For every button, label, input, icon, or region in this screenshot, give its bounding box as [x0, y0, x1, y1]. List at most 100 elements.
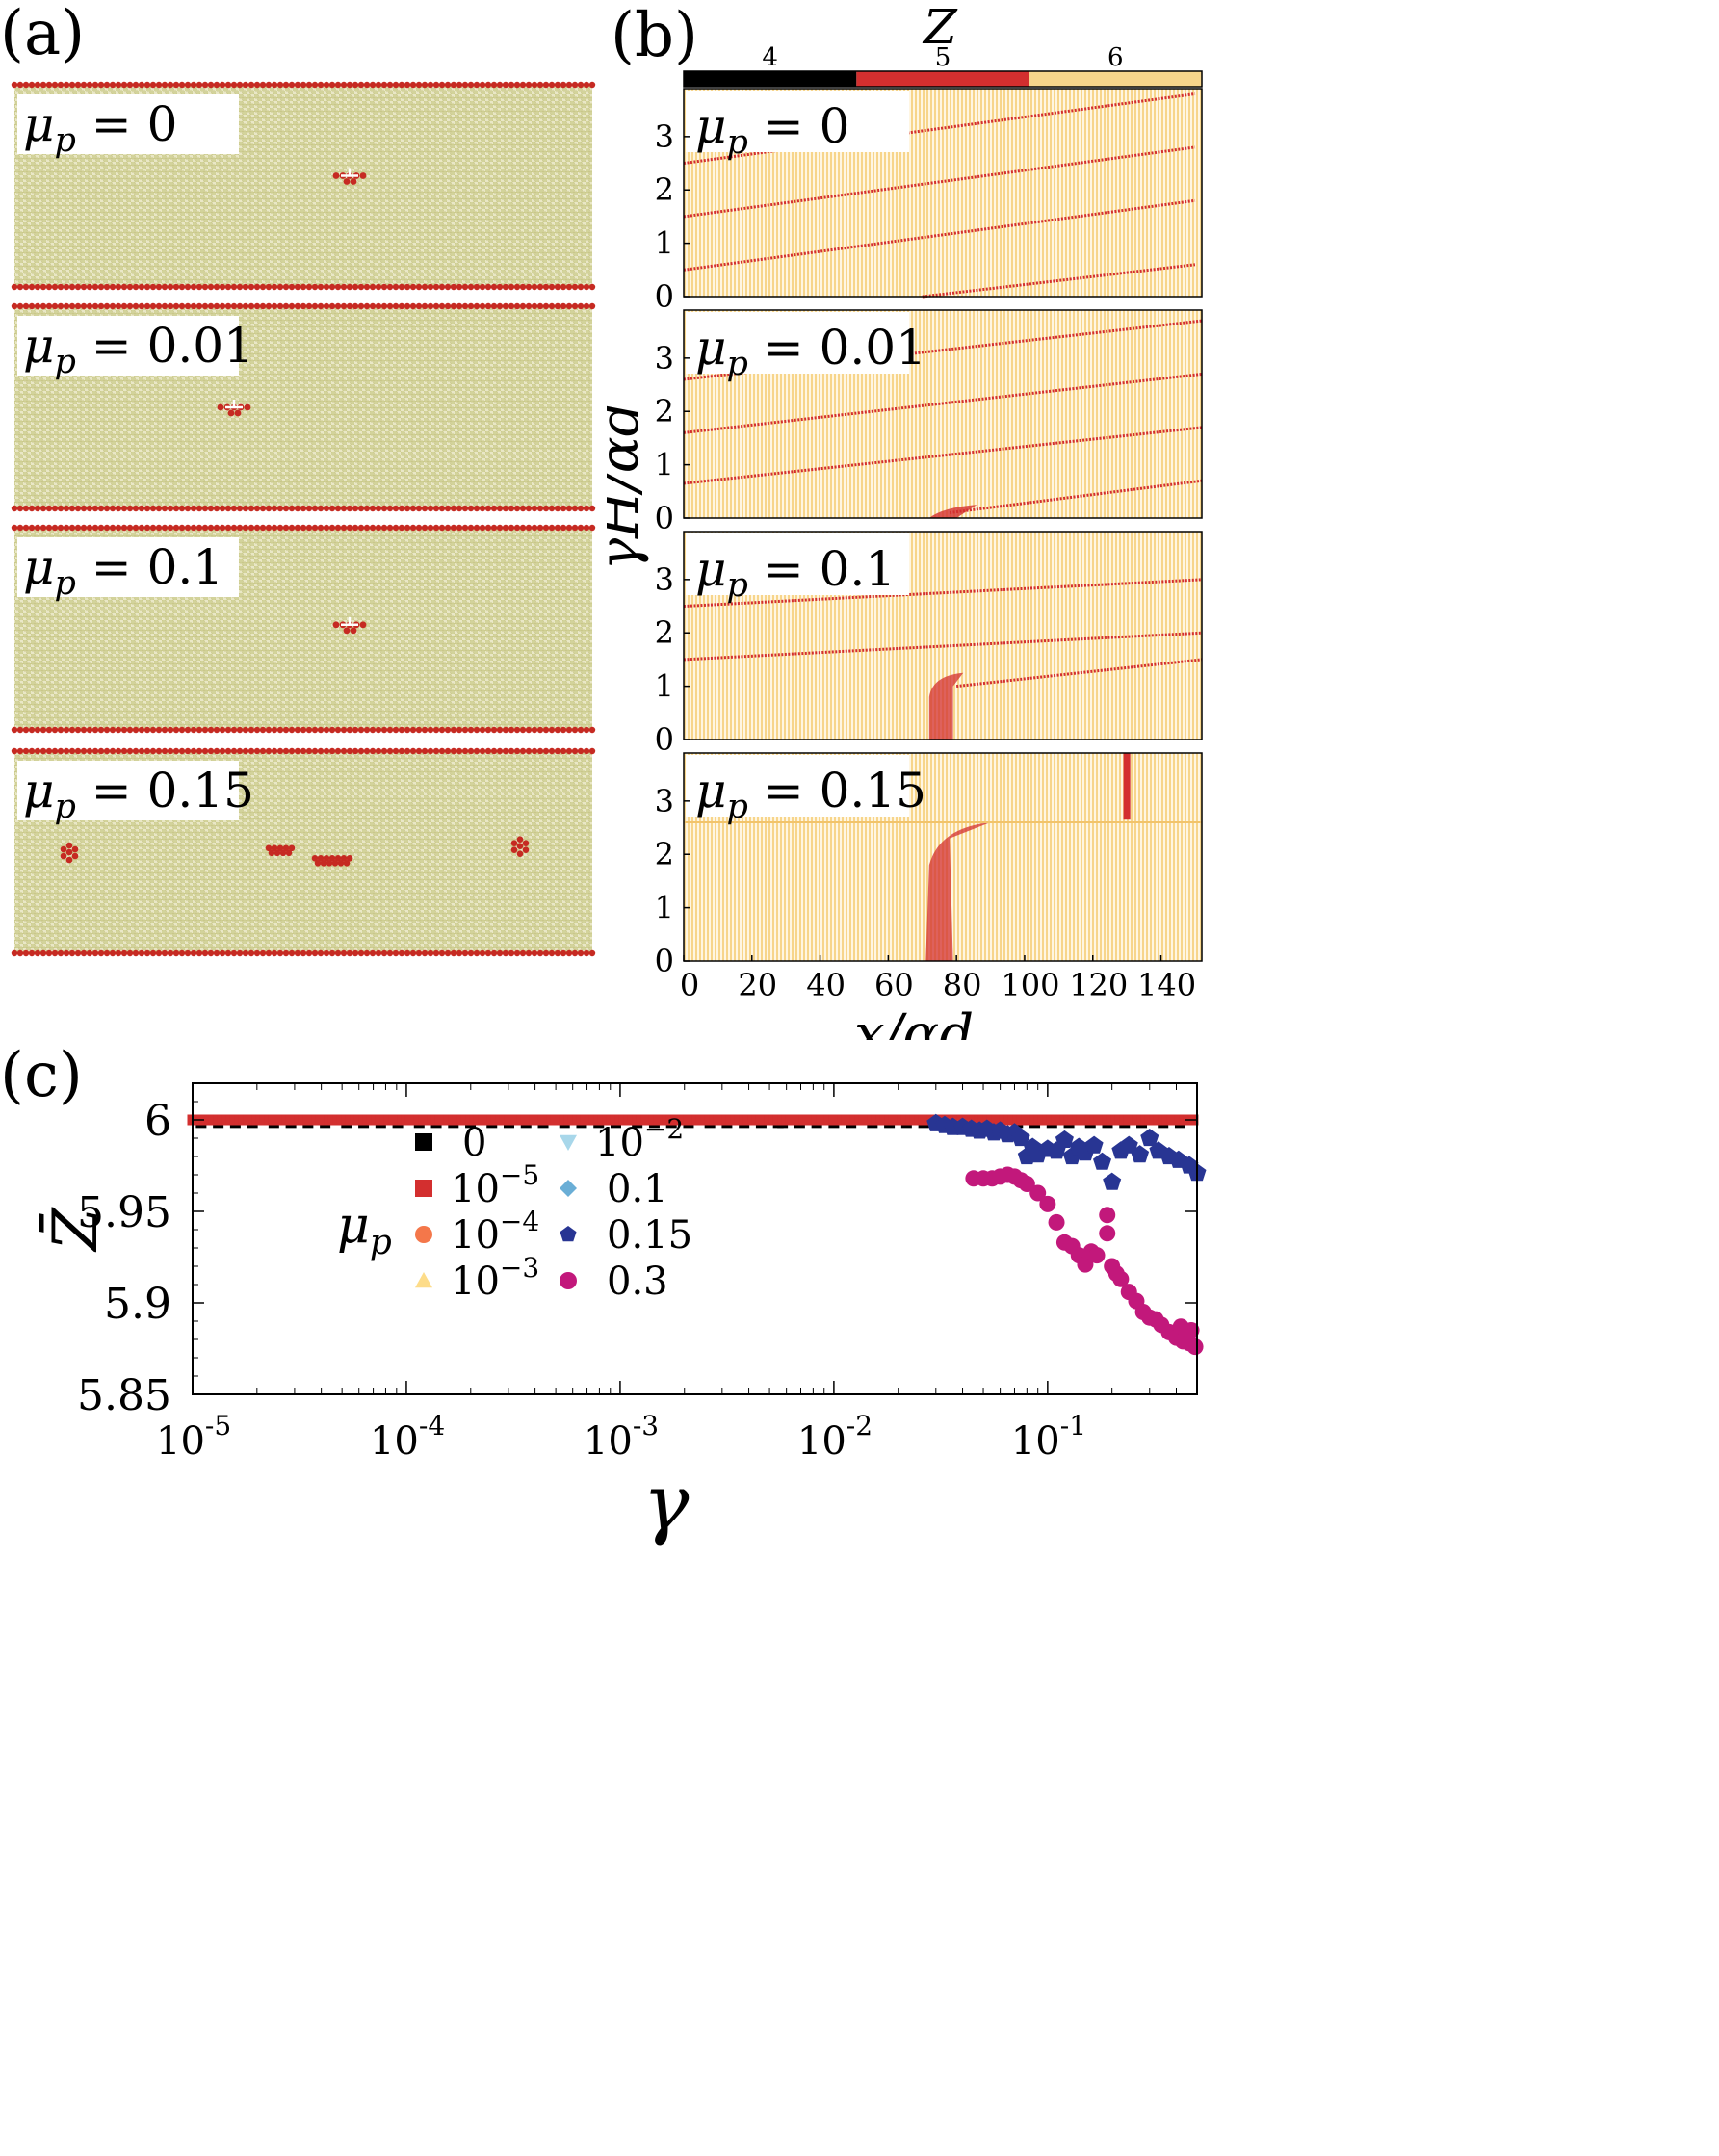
wall-particle: [432, 747, 440, 755]
wall-particle: [438, 949, 446, 957]
wall-particle: [242, 505, 249, 512]
wall-particle: [126, 726, 134, 734]
wall-particle: [167, 747, 174, 755]
wall-particle: [496, 302, 504, 310]
wall-particle: [438, 302, 446, 310]
wall-particle: [461, 505, 469, 512]
label-box: [686, 755, 909, 817]
wall-particle: [438, 524, 446, 532]
wall-particle: [178, 747, 186, 755]
wall-particle: [427, 302, 434, 310]
wall-particle: [282, 302, 290, 310]
wall-particle: [265, 726, 273, 734]
wall-particle: [167, 283, 174, 291]
wall-particle: [276, 524, 284, 532]
wall-particle: [328, 747, 336, 755]
wall-particle: [149, 283, 157, 291]
wall-particle: [45, 302, 53, 310]
wall-particle: [230, 283, 238, 291]
wall-particle: [409, 726, 417, 734]
wall-particle: [328, 302, 336, 310]
wall-particle: [115, 726, 122, 734]
data-point: [1099, 1225, 1116, 1242]
wall-particle: [519, 81, 527, 89]
wall-particle: [461, 81, 469, 89]
wall-particle: [97, 949, 105, 957]
wall-particle: [45, 505, 53, 512]
defect-band: [925, 822, 991, 961]
wall-particle: [375, 505, 382, 512]
wall-particle: [502, 302, 509, 310]
wall-particle: [404, 747, 411, 755]
wall-particle: [334, 81, 342, 89]
wall-particle: [149, 302, 157, 310]
wall-particle: [467, 283, 475, 291]
wall-particle: [45, 81, 53, 89]
wall-particle: [363, 283, 371, 291]
wall-particle: [57, 524, 65, 532]
wall-particle: [190, 81, 197, 89]
wall-particle: [340, 283, 348, 291]
wall-particle: [311, 747, 319, 755]
wall-particle: [115, 505, 122, 512]
wall-particle: [34, 726, 41, 734]
wall-particle: [380, 524, 388, 532]
wall-particle: [132, 283, 140, 291]
wall-particle: [432, 726, 440, 734]
wall-particle: [265, 505, 273, 512]
wall-particle: [415, 949, 423, 957]
wall-particle: [207, 505, 215, 512]
wall-particle: [369, 726, 377, 734]
x-tick-label: 60: [874, 967, 914, 1003]
wall-particle: [380, 302, 388, 310]
wall-particle: [311, 524, 319, 532]
data-point: [1119, 1135, 1138, 1154]
plot-frame: [683, 88, 1203, 298]
wall-particle: [375, 726, 382, 734]
mu-label: μp = 0: [695, 98, 849, 162]
wall-particle: [16, 524, 24, 532]
wall-particle: [427, 505, 434, 512]
wall-particle: [63, 505, 70, 512]
wall-particle: [479, 81, 486, 89]
wall-particle: [450, 505, 457, 512]
wall-particle: [91, 747, 99, 755]
wall-particle: [577, 524, 585, 532]
wall-particle: [155, 524, 163, 532]
wall-particle: [513, 524, 521, 532]
wall-particle: [409, 81, 417, 89]
wall-particle: [294, 283, 301, 291]
wall-particle: [450, 726, 457, 734]
defect-band: [1123, 753, 1131, 820]
wall-particle: [115, 747, 122, 755]
wall-particle: [167, 524, 174, 532]
wall-particle: [456, 283, 463, 291]
wall-particle: [80, 283, 88, 291]
wall-particle: [398, 302, 405, 310]
wall-particle: [213, 302, 221, 310]
label-box: [686, 312, 909, 374]
legend-label: 10−2: [595, 1113, 684, 1165]
wall-particle: [352, 726, 359, 734]
legend-label: 10−5: [451, 1159, 539, 1211]
wall-particle: [271, 747, 278, 755]
wall-particle: [519, 524, 527, 532]
y-tick-label: 5.85: [77, 1371, 171, 1420]
wall-particle: [305, 524, 313, 532]
wall-particle: [369, 949, 377, 957]
wall-particle: [583, 302, 590, 310]
wall-particle: [438, 283, 446, 291]
wall-particle: [554, 81, 561, 89]
wall-particle: [86, 726, 93, 734]
wall-particle: [39, 949, 47, 957]
wall-particle: [68, 283, 76, 291]
wall-particle: [195, 524, 203, 532]
wall-particle: [427, 283, 434, 291]
wall-particle: [588, 283, 596, 291]
defect-marker: [60, 842, 79, 864]
wall-particle: [421, 949, 429, 957]
wall-particle: [294, 747, 301, 755]
wall-particle: [224, 81, 232, 89]
wall-particle: [91, 283, 99, 291]
wall-particle: [508, 302, 515, 310]
